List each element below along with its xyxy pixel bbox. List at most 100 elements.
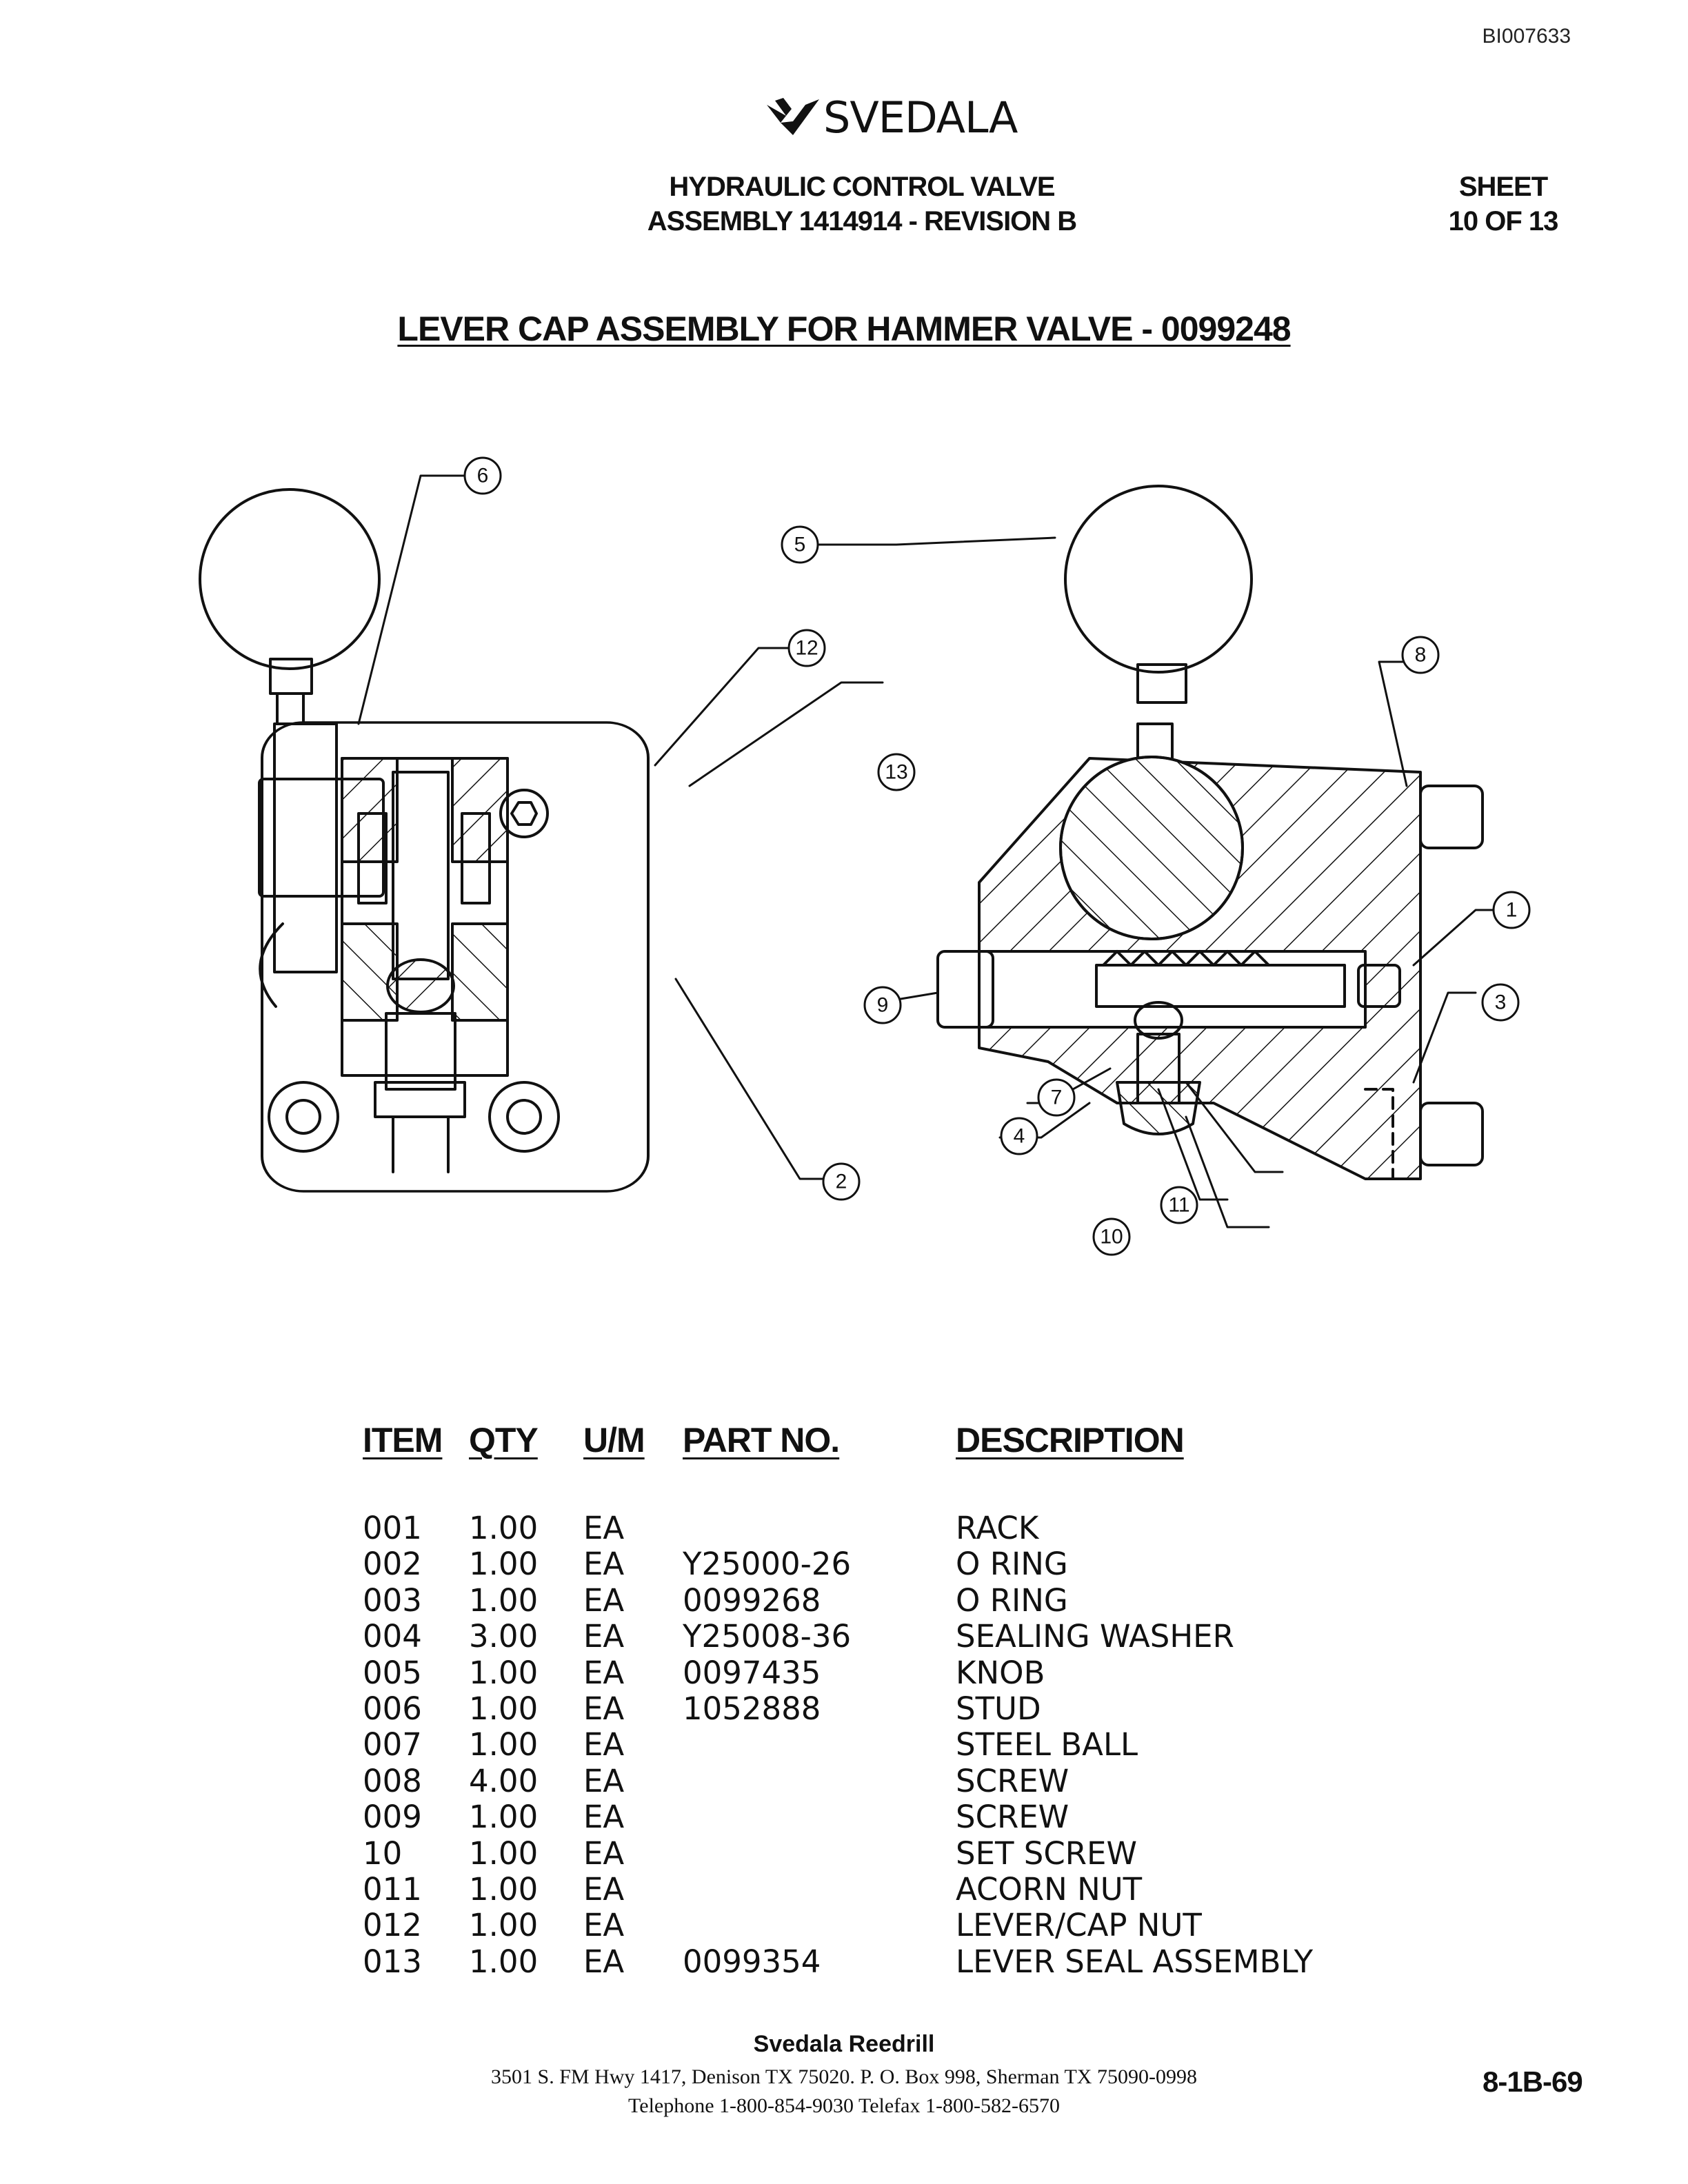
cell-item: 013 [363,1943,422,1980]
callout-9: 9 [863,986,902,1024]
callout-12: 12 [787,629,826,667]
cell-item: 003 [363,1581,422,1619]
svg-text:1: 1 [1506,899,1518,922]
cell-item: 006 [363,1690,422,1727]
cell-item: 009 [363,1799,422,1836]
assembly-drawing: 6 5 8 12 13 2 1 3 9 7 4 11 10 [199,456,1531,1256]
footer-address-block: 3501 S. FM Hwy 1417, Denison TX 75020. P… [0,2063,1688,2121]
cell-qty: 1.00 [469,1581,539,1619]
cell-um: EA [583,1618,625,1655]
cell-item: 005 [363,1654,422,1691]
callout-5: 5 [781,525,819,564]
cell-desc: SCREW [956,1799,1069,1836]
callout-1: 1 [1492,891,1531,929]
title-line-1: HYDRAULIC CONTROL VALVE [669,172,1055,202]
cell-desc: STEEL BALL [956,1726,1138,1763]
col-header-um: U/M [583,1421,645,1459]
svg-text:10: 10 [1100,1226,1123,1248]
svg-text:8: 8 [1415,644,1427,667]
svg-text:7: 7 [1051,1086,1063,1109]
table-row: 013 1.00 EA 0099354 LEVER SEAL ASSEMBLY [363,1943,1397,1980]
callout-7: 7 [1037,1078,1076,1117]
col-header-item: ITEM [363,1421,443,1459]
footer-address: 3501 S. FM Hwy 1417, Denison TX 75020. P… [491,2065,1197,2088]
cell-qty: 1.00 [469,1726,539,1763]
cell-qty: 1.00 [469,1690,539,1727]
footer-company: Svedala Reedrill [753,2031,935,2057]
sheet-indicator: SHEET 10 OF 13 [1420,170,1586,239]
rack [1095,964,1346,1008]
screw-head-left-bottom-1 [268,1081,339,1153]
cell-part: 0099268 [683,1581,821,1619]
cell-um: EA [583,1871,625,1908]
cell-part: 1052888 [683,1690,821,1727]
callout-3: 3 [1481,983,1520,1022]
cell-desc: KNOB [956,1654,1045,1691]
cell-qty: 1.00 [469,1943,539,1980]
cell-part: 0099354 [683,1943,821,1980]
cell-part: Y25000-26 [683,1546,852,1583]
rack-bore [978,950,1367,1029]
brand-name: SVEDALA [823,92,1018,143]
title-line-2: ASSEMBLY 1414914 - REVISION B [647,206,1077,236]
screw-head-left-top [499,789,549,838]
cell-um: EA [583,1510,625,1546]
cell-qty: 1.00 [469,1907,539,1944]
svg-text:11: 11 [1168,1194,1189,1217]
cell-item: 007 [363,1726,422,1763]
sheet-label: SHEET [1458,172,1548,202]
cell-um: EA [583,1726,625,1763]
col-header-description: DESCRIPTION [956,1421,1185,1459]
callout-2: 2 [822,1162,861,1201]
cell-qty: 1.00 [469,1654,539,1691]
cell-item: 001 [363,1510,422,1546]
svg-text:4: 4 [1014,1125,1025,1148]
cell-desc: SCREW [956,1762,1069,1799]
callout-8: 8 [1401,636,1440,674]
callout-4: 4 [1000,1117,1038,1155]
cell-qty: 1.00 [469,1799,539,1836]
cell-item: 002 [363,1546,422,1583]
cell-desc: O RING [956,1581,1068,1619]
table-row: 003 1.00 EA 0099268 O RING [363,1581,1397,1619]
page-number: 8-1B-69 [1483,2065,1583,2098]
cell-desc: SET SCREW [956,1834,1137,1872]
callout-10: 10 [1092,1217,1131,1256]
steel-ball [1134,1001,1183,1040]
screw-head-left-bottom-2 [488,1081,560,1153]
col-header-part-no: PART NO. [683,1421,840,1459]
table-row: 002 1.00 EA Y25000-26 O RING [363,1546,1397,1583]
callout-13: 13 [877,753,916,791]
cell-qty: 4.00 [469,1762,539,1799]
svg-text:6: 6 [477,465,489,487]
document-title: HYDRAULIC CONTROL VALVE ASSEMBLY 1414914… [607,170,1117,239]
cell-desc: O RING [956,1546,1068,1583]
cell-um: EA [583,1943,625,1980]
cell-desc: STUD [956,1690,1041,1727]
cell-qty: 1.00 [469,1510,539,1546]
cell-desc: RACK [956,1510,1039,1546]
svedala-bird-logo-icon [767,98,819,135]
footer-phone: Telephone 1-800-854-9030 Telefax 1-800-5… [628,2094,1060,2117]
cell-um: EA [583,1546,625,1583]
table-row: 001 1.00 EA RACK [363,1510,1397,1546]
cell-part: 0097435 [683,1654,821,1691]
cell-um: EA [583,1799,625,1836]
cell-desc: LEVER SEAL ASSEMBLY [956,1943,1314,1980]
svg-text:3: 3 [1495,991,1507,1014]
cell-item: 004 [363,1618,422,1655]
cell-qty: 1.00 [469,1546,539,1583]
callout-11: 11 [1160,1186,1198,1224]
col-header-qty: QTY [469,1421,539,1459]
stud-left [273,722,338,973]
cell-desc: LEVER/CAP NUT [956,1907,1202,1944]
svg-text:9: 9 [877,994,889,1017]
cell-um: EA [583,1581,625,1619]
cell-item: 008 [363,1762,422,1799]
cell-desc: ACORN NUT [956,1871,1143,1908]
cell-um: EA [583,1834,625,1872]
